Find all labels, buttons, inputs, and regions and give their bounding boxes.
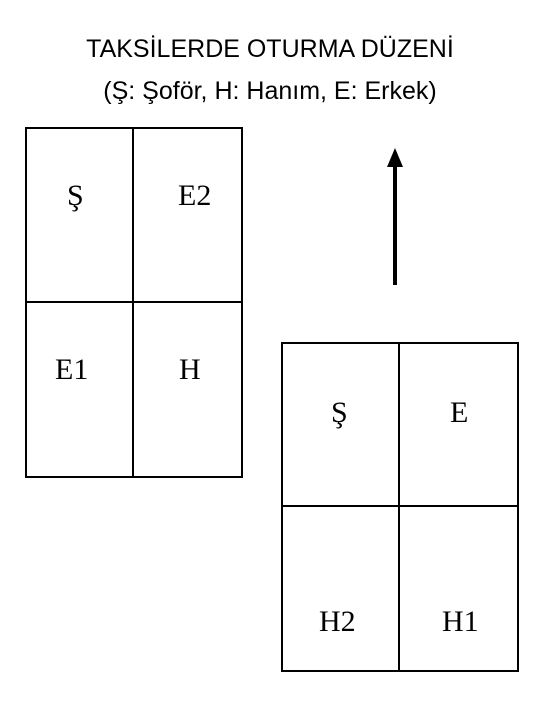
diagram-title: TAKSİLERDE OTURMA DÜZENİ: [86, 35, 454, 63]
seat-rear-left: E1: [27, 302, 134, 476]
seat-rear-right: H: [134, 303, 241, 477]
diagram-legend: (Ş: Şoför, H: Hanım, E: Erkek): [103, 77, 437, 105]
seat-front-right: E: [400, 344, 517, 507]
seat-label: H2: [319, 605, 356, 638]
seat-front-right: E2: [134, 129, 241, 303]
right-seating-layout: Ş E H2 H1: [281, 342, 519, 672]
seat-label: E: [450, 396, 469, 429]
seat-rear-left: H2: [283, 507, 400, 670]
seat-label: H1: [442, 605, 479, 638]
arrow-head: [387, 148, 403, 167]
seat-rear-right: H1: [400, 507, 517, 670]
left-seating-layout: Ş E2 E1 H: [25, 127, 243, 478]
seat-label: Ş: [331, 396, 348, 429]
seat-front-left: Ş: [27, 129, 134, 303]
seat-label: E1: [55, 352, 89, 386]
seat-label: Ş: [67, 179, 84, 212]
seat-front-left: Ş: [283, 344, 400, 507]
seat-label: E2: [178, 179, 212, 212]
up-arrow-icon: [387, 148, 403, 285]
seat-label: H: [179, 352, 201, 386]
